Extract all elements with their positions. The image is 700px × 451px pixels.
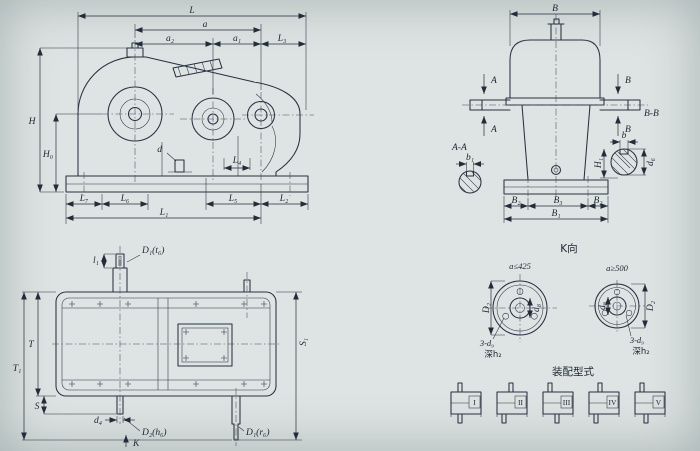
- dim-L5: L₅: [228, 194, 238, 204]
- dim-L4: L₄: [232, 156, 242, 166]
- assembly-type-5-label: V: [656, 398, 662, 407]
- k-left-dim-D2: D₂: [482, 302, 492, 314]
- dim-D2-bot: D₂(h₆): [141, 427, 167, 438]
- k-direction-view: K向 a≤425 D₂ d₈ 3-d₉ 深h₂ a≥500 D₂ d₈: [479, 242, 656, 360]
- assembly-type-5: V: [634, 382, 666, 424]
- plan-view: D₁(t₆) l₁ T T₁ S d₄ D₂(h₆) D₁(r₆) S₁ K: [13, 245, 309, 449]
- dim-D1-top: D₁(t₆): [141, 245, 164, 256]
- section-title-BB: B-B: [644, 109, 659, 119]
- dim-d: d: [157, 145, 162, 155]
- assembly-type-1-label: I: [473, 398, 476, 407]
- dim-L6: L₆: [120, 194, 130, 204]
- plan-view-dimensions: D₁(t₆) l₁ T T₁ S d₄ D₂(h₆) D₁(r₆) S₁ K: [13, 245, 309, 449]
- dim-a2: a₂: [166, 34, 175, 44]
- section-mark-B-top: B: [625, 76, 631, 86]
- end-view-dimensions: B B₂ B₃ B₂ B₁: [503, 4, 609, 223]
- dim-b1: b₁: [466, 153, 474, 163]
- shaft-section-detail-right: b d₆ H₁: [594, 131, 656, 179]
- k-left-holes-label: 3-d₉: [479, 338, 494, 348]
- dim-L3: L₃: [277, 34, 287, 44]
- k-left-condition: a≤425: [509, 261, 531, 271]
- section-mark-A-bottom: A: [490, 125, 497, 135]
- k-view-left-flange: a≤425 D₂ d₈ 3-d₉ 深h₂: [479, 261, 557, 360]
- section-title-AA: A-A: [451, 143, 467, 153]
- k-left-dim-d8: d₈: [532, 304, 542, 312]
- k-right-holes-label: 3-d₉: [629, 335, 644, 345]
- k-left-depth-label: 深h₂: [484, 350, 501, 360]
- dim-T1: T₁: [13, 364, 22, 374]
- k-view-right-flange: a≥500 D₂ d₈ 3-d₉ 深h₂: [589, 263, 656, 357]
- assembly-type-3: III: [542, 382, 574, 424]
- dim-l1: l₁: [93, 256, 99, 266]
- k-right-depth-label: 深h₂: [632, 347, 649, 357]
- assembly-type-4-label: IV: [609, 398, 617, 407]
- dim-B2-right: B₂: [593, 196, 603, 206]
- k-direction-arrow-label: K: [132, 439, 140, 449]
- dim-L2: L₂: [279, 194, 289, 204]
- dim-B2-left: B₂: [511, 196, 521, 206]
- dim-H1: H₁: [594, 158, 604, 169]
- side-view-drawing: [65, 40, 314, 196]
- dim-L7: L₇: [79, 194, 89, 204]
- dim-S1: S₁: [299, 338, 309, 346]
- dim-H0: H₀: [42, 150, 53, 160]
- dim-B: B: [552, 4, 558, 14]
- dim-S: S: [35, 402, 40, 412]
- shaft-section-detail-left: b₁: [456, 153, 484, 194]
- dim-D1-bot: D₁(r₆): [245, 427, 270, 438]
- side-view-dimensions: L a a₂ a₁ L₃ H H₀ d L₄ L₇ L₆ L₅ L₂ L₁: [28, 6, 309, 224]
- assembly-title: 装配型式: [552, 365, 594, 378]
- end-elevation-view: A A B B B-B A-A b d₆ H₁: [451, 4, 659, 223]
- section-mark-A-top: A: [490, 76, 497, 86]
- dim-L1: L₁: [159, 208, 169, 218]
- dim-B1: B₁: [551, 209, 560, 219]
- dim-T: T: [28, 340, 34, 350]
- assembly-type-3-label: III: [563, 398, 571, 407]
- dim-a1: a₁: [233, 34, 241, 44]
- end-view-sections: A A B B B-B A-A: [451, 74, 659, 153]
- dim-d4: d₄: [94, 416, 102, 426]
- k-right-condition: a≥500: [606, 263, 628, 273]
- k-right-dim-D2: D₂: [646, 300, 656, 312]
- assembly-type-2-label: II: [518, 398, 523, 407]
- dim-B3: B₃: [553, 196, 562, 206]
- assembly-type-1: I: [450, 382, 482, 424]
- side-elevation-view: L a a₂ a₁ L₃ H H₀ d L₄ L₇ L₆ L₅ L₂ L₁: [28, 6, 314, 224]
- section-mark-B-bottom: B: [625, 125, 631, 135]
- assembly-types-panel: 装配型式 I II III IV V: [450, 365, 666, 424]
- k-view-title: K向: [560, 242, 577, 255]
- dim-L: L: [188, 6, 194, 16]
- end-view-drawing: [462, 14, 648, 200]
- dim-H: H: [28, 117, 37, 127]
- dim-b: b: [622, 131, 627, 141]
- dim-d6: d₆: [646, 158, 656, 166]
- assembly-type-4: IV: [588, 382, 620, 424]
- dim-a: a: [203, 20, 208, 30]
- assembly-type-2: II: [496, 382, 528, 424]
- k-right-dim-d8: d₈: [598, 302, 608, 310]
- plan-view-drawing: [52, 246, 280, 446]
